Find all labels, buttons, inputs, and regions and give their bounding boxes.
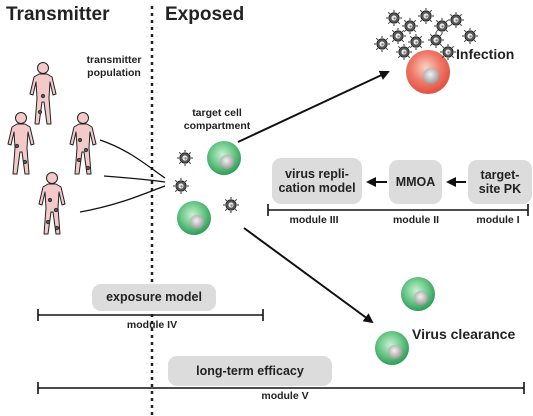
long-term-efficacy-box: long-term efficacy	[168, 356, 332, 386]
module-v-label: module V	[261, 390, 309, 402]
target-site-pk-box: target- site PK	[468, 160, 532, 204]
human-figure-icon	[38, 172, 66, 235]
virus-icon	[176, 149, 194, 167]
module-iv-label: module IV	[126, 319, 178, 331]
virus-icon	[222, 196, 240, 214]
module-i-label: module I	[476, 214, 520, 226]
human-figure-icon	[29, 62, 57, 125]
infection-label: Infection	[456, 46, 515, 62]
virus-clearance-label: Virus clearance	[412, 326, 516, 342]
human-figure-icon	[7, 112, 35, 175]
module-ii-label: module II	[392, 214, 440, 226]
target-cell-compartment-label: target cell compartment	[183, 107, 251, 132]
module-iii-label: module III	[289, 214, 339, 226]
virus-icon	[172, 177, 190, 195]
exposed-heading: Exposed	[165, 4, 245, 25]
green-cell-icon	[401, 277, 435, 311]
transmitter-population-label: transmitter population	[86, 54, 142, 79]
green-cell-icon	[177, 201, 211, 235]
human-figure-icon	[69, 112, 97, 175]
mmoa-box: MMOA	[389, 160, 442, 204]
green-cell-icon	[207, 141, 241, 175]
infected-cell-icon	[406, 50, 450, 94]
transmitter-heading: Transmitter	[6, 4, 110, 25]
green-cell-icon	[375, 331, 409, 365]
virus-replication-model-box: virus repli- cation model	[272, 158, 362, 204]
divider-dotted-line	[150, 6, 154, 416]
exposure-model-box: exposure model	[92, 284, 216, 311]
